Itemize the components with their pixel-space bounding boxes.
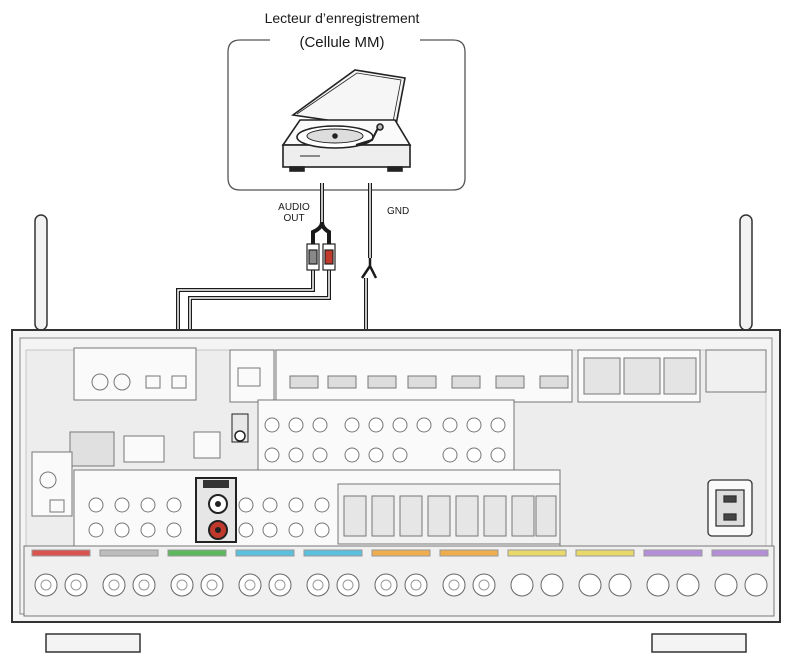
- middle-connectors: [69, 399, 515, 473]
- receiver-feet: [45, 633, 747, 653]
- top-connectors: [73, 347, 767, 403]
- phono-input-jack: [195, 477, 237, 543]
- power-inlet-icon: [707, 479, 753, 537]
- device-title: Lecteur d’enregistrement: [265, 10, 420, 26]
- audio-out-label: AUDIO: [278, 202, 310, 213]
- gnd-label: GND: [387, 206, 409, 217]
- device-subtitle: (Cellule MM): [299, 34, 384, 51]
- input-block: [73, 469, 561, 549]
- audio-out-label-2: OUT: [283, 213, 304, 224]
- speaker-terminals: [23, 545, 775, 617]
- ground-fork-icon: [360, 258, 378, 279]
- turntable-icon: [281, 69, 412, 172]
- rca-plug-icon: [306, 243, 336, 271]
- left-connectors: [31, 451, 73, 517]
- device-frame: [227, 39, 466, 191]
